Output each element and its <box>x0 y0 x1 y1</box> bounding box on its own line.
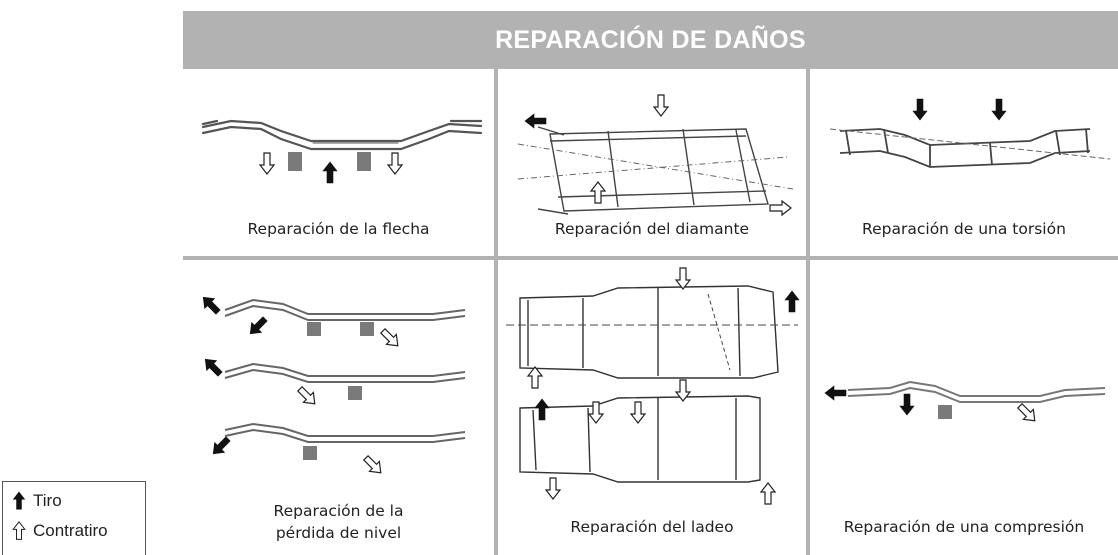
legend: Tiro Contratiro <box>2 481 146 555</box>
caption-sag-repair: Reparación de la flecha <box>247 220 430 238</box>
caption-level-loss-line2: pérdida de nivel <box>275 524 402 542</box>
cell-sway-repair: Reparación del ladeo <box>498 260 806 555</box>
caption-diamond-repair: Reparación del diamante <box>554 220 750 238</box>
legend-label-push: Contratiro <box>33 521 108 540</box>
twist-repair-illustration <box>829 98 1111 168</box>
diamond-repair-illustration <box>517 94 794 216</box>
legend-item-pull: Tiro <box>3 486 145 516</box>
sag-repair-illustration <box>201 119 483 184</box>
solid-arrow-up-icon <box>12 491 26 510</box>
caption-twist-repair: Reparación de una torsión <box>862 220 1066 238</box>
level-loss-repair-illustration <box>197 291 466 479</box>
caption-level-loss-line1: Reparación de la <box>273 502 404 520</box>
cell-twist-repair: Reparación de una torsión <box>810 69 1118 256</box>
caption-compression-repair: Reparación de una compresión <box>843 518 1085 536</box>
cell-sag-repair: Reparación de la flecha <box>183 69 494 256</box>
sway-repair-illustration <box>506 267 800 505</box>
legend-label-pull: Tiro <box>33 491 62 510</box>
compression-repair-illustration <box>824 380 1106 427</box>
cell-diamond-repair: Reparación del diamante <box>498 69 806 256</box>
cell-compression-repair: Reparación de una compresión <box>810 260 1118 555</box>
legend-item-push: Contratiro <box>3 516 145 546</box>
cell-level-loss-repair: Reparación de la pérdida de nivel <box>183 260 494 555</box>
caption-sway-repair: Reparación del ladeo <box>570 518 734 536</box>
repair-grid: Reparación de la flecha Reparación del d… <box>183 69 1118 555</box>
hollow-arrow-up-icon <box>12 521 26 540</box>
page-title: REPARACIÓN DE DAÑOS <box>183 11 1118 69</box>
